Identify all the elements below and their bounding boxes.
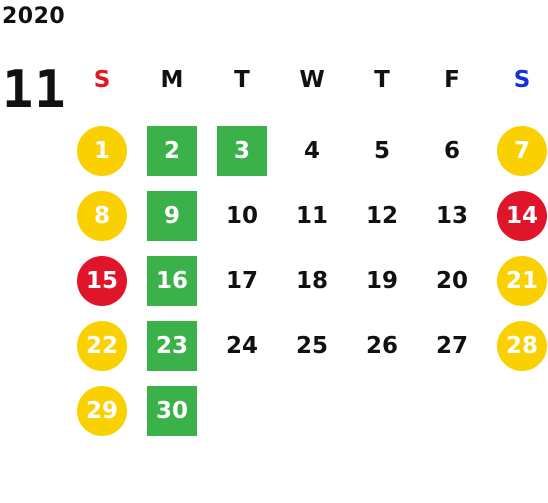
day-number: 20 [435, 268, 468, 294]
day-number: 7 [513, 138, 530, 164]
weekday-header-sun: S [93, 67, 111, 93]
day-number: 28 [505, 333, 538, 359]
day-number: 15 [85, 268, 118, 294]
holiday-circle [497, 191, 547, 241]
weekend-circle [77, 191, 127, 241]
day-cell-4[interactable]: 4 [282, 121, 342, 181]
day-cell-11[interactable]: 11 [282, 186, 342, 246]
day-number: 16 [155, 268, 188, 294]
day-cell-17[interactable]: 17 [212, 251, 272, 311]
day-number: 30 [155, 398, 188, 424]
day-number: 2 [163, 138, 180, 164]
day-cell-19[interactable]: 19 [352, 251, 412, 311]
highlight-square [147, 126, 197, 176]
day-cell-28[interactable]: 28 [492, 316, 548, 376]
day-number: 29 [85, 398, 118, 424]
weekday-header-thu: T [374, 67, 390, 93]
day-number: 8 [93, 203, 110, 229]
day-cell-9[interactable]: 9 [142, 186, 202, 246]
day-number: 26 [365, 333, 398, 359]
weekend-circle [497, 126, 547, 176]
highlight-square [147, 386, 197, 436]
day-number: 5 [373, 138, 390, 164]
day-cell-12[interactable]: 12 [352, 186, 412, 246]
month-number: 11 [2, 60, 67, 120]
day-number: 19 [365, 268, 398, 294]
day-number: 4 [303, 138, 320, 164]
day-cell-26[interactable]: 26 [352, 316, 412, 376]
year-label: 2020 [2, 4, 66, 29]
day-cell-6[interactable]: 6 [422, 121, 482, 181]
day-cell-16[interactable]: 16 [142, 251, 202, 311]
day-number: 25 [295, 333, 328, 359]
day-cell-21[interactable]: 21 [492, 251, 548, 311]
day-number: 13 [435, 203, 468, 229]
day-number: 6 [443, 138, 460, 164]
weekday-header-mon: M [160, 67, 184, 93]
day-number: 18 [295, 268, 328, 294]
weekend-circle [497, 321, 547, 371]
day-cell-20[interactable]: 20 [422, 251, 482, 311]
day-cell-23[interactable]: 23 [142, 316, 202, 376]
weekend-circle [77, 386, 127, 436]
weekend-circle [77, 321, 127, 371]
day-cell-25[interactable]: 25 [282, 316, 342, 376]
day-cell-15[interactable]: 15 [72, 251, 132, 311]
day-cell-3[interactable]: 3 [212, 121, 272, 181]
holiday-circle [77, 256, 127, 306]
highlight-square [147, 256, 197, 306]
weekday-header-tue: T [234, 67, 250, 93]
day-number: 1 [93, 138, 110, 164]
day-cell-22[interactable]: 22 [72, 316, 132, 376]
highlight-square [147, 321, 197, 371]
day-number: 14 [505, 203, 538, 229]
day-number: 11 [295, 203, 328, 229]
day-number: 9 [163, 203, 180, 229]
weekend-circle [77, 126, 127, 176]
day-cell-1[interactable]: 1 [72, 121, 132, 181]
highlight-square [147, 191, 197, 241]
weekday-header-sat: S [513, 67, 531, 93]
day-cell-27[interactable]: 27 [422, 316, 482, 376]
day-number: 22 [85, 333, 118, 359]
day-cell-8[interactable]: 8 [72, 186, 132, 246]
day-number: 10 [225, 203, 258, 229]
day-cell-24[interactable]: 24 [212, 316, 272, 376]
day-cell-14[interactable]: 14 [492, 186, 548, 246]
day-cell-13[interactable]: 13 [422, 186, 482, 246]
day-number: 17 [225, 268, 258, 294]
day-cell-30[interactable]: 30 [142, 381, 202, 441]
day-cell-5[interactable]: 5 [352, 121, 412, 181]
day-number: 23 [155, 333, 188, 359]
weekday-header-wed: W [299, 67, 325, 93]
day-cell-7[interactable]: 7 [492, 121, 548, 181]
highlight-square [217, 126, 267, 176]
day-number: 24 [225, 333, 258, 359]
day-number: 12 [365, 203, 398, 229]
day-cell-29[interactable]: 29 [72, 381, 132, 441]
day-number: 21 [505, 268, 538, 294]
day-cell-10[interactable]: 10 [212, 186, 272, 246]
day-cell-2[interactable]: 2 [142, 121, 202, 181]
weekday-header-fri: F [444, 67, 460, 93]
weekend-circle [497, 256, 547, 306]
day-number: 27 [435, 333, 468, 359]
day-cell-18[interactable]: 18 [282, 251, 342, 311]
day-number: 3 [233, 138, 250, 164]
